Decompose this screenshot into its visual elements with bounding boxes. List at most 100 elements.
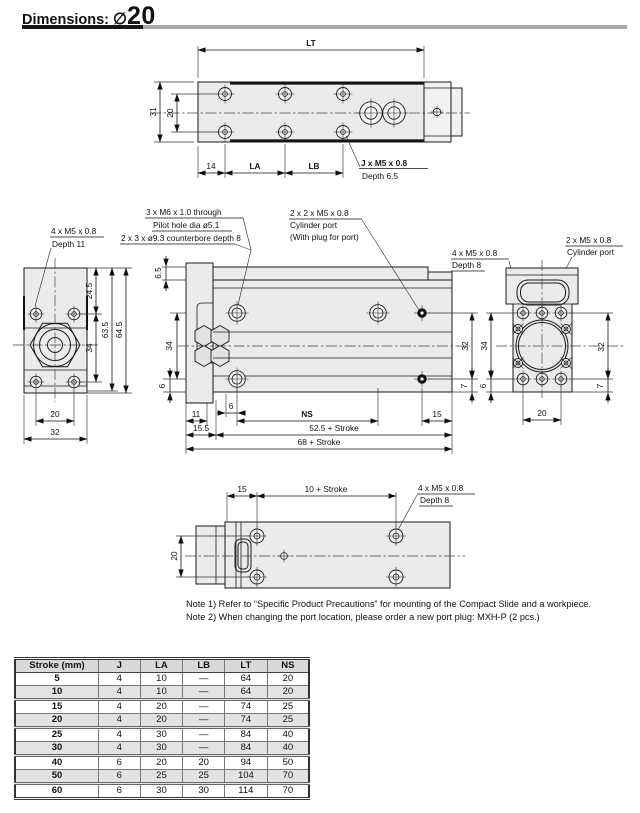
top-view: LT 31 20 14 LA LB J x M5 x 0.8 Depth 6.5 xyxy=(148,38,470,181)
dim-14-label: 14 xyxy=(206,161,216,171)
left-end-view: 24.5 34 63.5 64.5 20 32 4 x M5 x 0.8 Dep… xyxy=(13,226,132,444)
cell: 20 xyxy=(266,685,310,701)
dim-lt-label: LT xyxy=(306,38,316,48)
cell: 70 xyxy=(266,769,310,785)
cell: 20 xyxy=(139,699,184,714)
col-header-stroke: Stroke (mm) xyxy=(14,658,99,673)
ann-cyl-port-line2: Cylinder port xyxy=(567,247,615,257)
dim-32-label: 32 xyxy=(596,342,606,352)
cell: — xyxy=(182,685,226,701)
stroke-cell: 5 xyxy=(14,672,99,686)
dim-32-label: 32 xyxy=(50,427,60,437)
dim-20-label: 20 xyxy=(537,408,547,418)
side-view-body xyxy=(212,279,453,393)
cell: 30 xyxy=(139,783,184,799)
dim-11-label: 11 xyxy=(192,409,201,419)
cell: 4 xyxy=(97,685,141,701)
cell: — xyxy=(182,713,226,729)
ann-j-thread: J x M5 x 0.8 xyxy=(361,158,408,168)
cell: 4 xyxy=(97,699,141,714)
cell: — xyxy=(182,727,226,742)
cell: 104 xyxy=(224,769,268,785)
cell: 4 xyxy=(97,672,141,686)
dim-15-label: 15 xyxy=(237,484,247,494)
ann-j-depth: Depth 6.5 xyxy=(362,171,398,181)
cell: 25 xyxy=(139,769,184,785)
col-header-la: LA xyxy=(139,658,184,673)
cell: 25 xyxy=(266,699,310,714)
dim-7-label: 7 xyxy=(459,383,469,388)
dim-6_5-label: 6.5 xyxy=(153,267,163,279)
table-slot xyxy=(516,279,570,306)
cell: 40 xyxy=(266,741,310,757)
cell: 40 xyxy=(266,727,310,742)
cell: — xyxy=(182,699,226,714)
dim-34-label: 34 xyxy=(84,343,94,353)
dim-7-label: 7 xyxy=(595,383,605,388)
dim-ns-label: NS xyxy=(301,409,313,419)
dim-20-label: 20 xyxy=(50,409,60,419)
cell: 74 xyxy=(224,713,268,729)
dim-34-label: 34 xyxy=(479,341,489,351)
stroke-cell: 15 xyxy=(14,699,99,714)
col-header-lb: LB xyxy=(182,658,226,673)
cell: 25 xyxy=(266,713,310,729)
cell: 64 xyxy=(224,672,268,686)
stroke-cell: 50 xyxy=(14,769,99,785)
dim-52_5-stroke-label: 52.5 + Stroke xyxy=(309,423,359,433)
stroke-cell: 20 xyxy=(14,713,99,729)
cell: 20 xyxy=(139,713,184,729)
rod-nut-hexagon xyxy=(29,322,81,368)
corner-hole xyxy=(512,323,524,335)
ann-m5-depth11-line1: 4 x M5 x 0.8 xyxy=(51,226,97,236)
cell: 30 xyxy=(139,741,184,757)
stroke-cell: 10 xyxy=(14,685,99,701)
dim-20-label: 20 xyxy=(165,108,175,118)
dim-24_5-label: 24.5 xyxy=(84,283,94,300)
title-rule-gray xyxy=(143,25,627,29)
ann-plug-port-line2: Cylinder port xyxy=(290,220,338,230)
ann-through-line1: 3 x M6 x 1.0 through xyxy=(146,207,222,217)
cell: 6 xyxy=(97,783,141,799)
dim-6h-label: 6 xyxy=(229,401,234,411)
cell: — xyxy=(182,672,226,686)
dim-64_5-label: 64.5 xyxy=(114,322,124,339)
right-end-view: 34 6 32 7 20 xyxy=(478,260,624,425)
notes: Note 1) Refer to “Specific Product Preca… xyxy=(186,598,591,624)
ann-plug-port-line3: (With plug for port) xyxy=(290,232,359,242)
cell: 30 xyxy=(139,727,184,742)
cell: 94 xyxy=(224,755,268,770)
ann-through-line3: 2 x 3 x ø9.3 counterbore depth 8 xyxy=(121,233,241,243)
cell: 30 xyxy=(182,783,226,799)
ann-m5-depth11-line2: Depth 11 xyxy=(52,239,85,249)
bottom-view: 15 10 + Stroke 4 x M5 x 0.8 Depth 8 20 xyxy=(169,483,475,589)
col-header-j: J xyxy=(97,658,141,673)
left-end-body xyxy=(23,267,88,394)
cell: 20 xyxy=(266,672,310,686)
ann-m5-depth8-line2: Depth 8 xyxy=(452,260,481,270)
cell: 6 xyxy=(97,755,141,770)
dim-6-label: 6 xyxy=(157,383,167,388)
cell: 4 xyxy=(97,741,141,757)
ann-cyl-port-line1: 2 x M5 x 0.8 xyxy=(566,235,612,245)
col-header-ns: NS xyxy=(266,658,310,673)
title-label: Dimensions: xyxy=(22,12,110,28)
dim-lb-label: LB xyxy=(308,161,319,171)
dim-31-label: 31 xyxy=(148,107,158,117)
dim-32-label: 32 xyxy=(460,341,470,351)
stroke-cell: 25 xyxy=(14,727,99,742)
cell: 20 xyxy=(182,755,226,770)
cell: 84 xyxy=(224,741,268,757)
cell: 114 xyxy=(224,783,268,799)
note-1: Note 1) Refer to “Specific Product Preca… xyxy=(186,599,591,609)
ann-through-line2: Pilot hole dia ø5.1 xyxy=(153,220,220,230)
cell: 6 xyxy=(97,769,141,785)
dim-10-stroke-label: 10 + Stroke xyxy=(305,484,348,494)
stroke-cell: 40 xyxy=(14,755,99,770)
ann-m5-depth8-line1: 4 x M5 x 0.8 xyxy=(452,248,498,258)
